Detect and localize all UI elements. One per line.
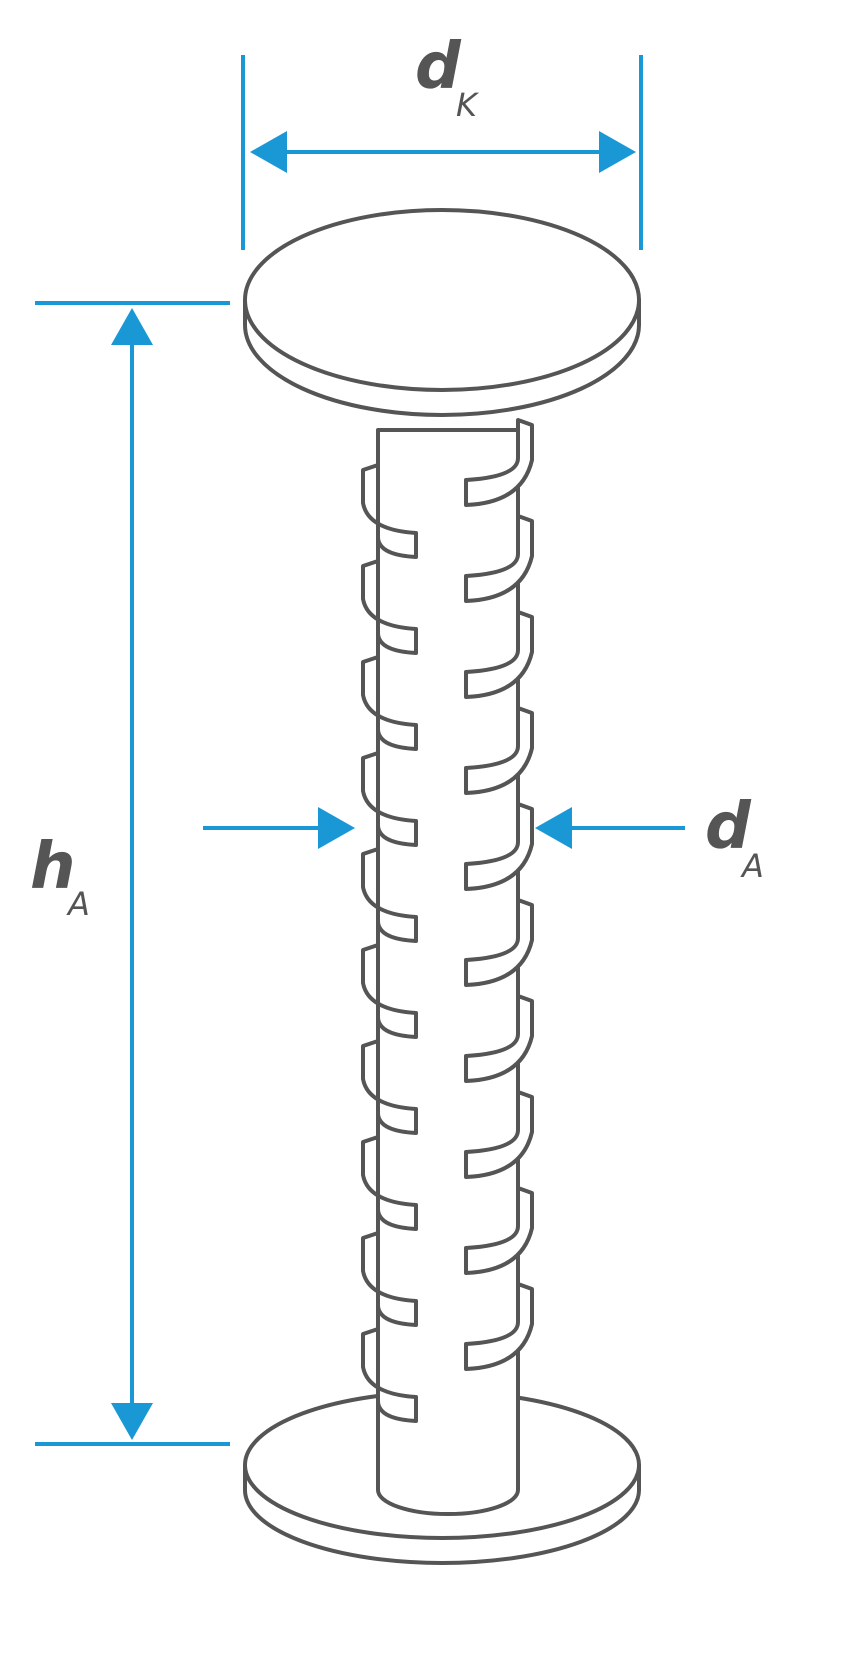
barb-right: [464, 898, 534, 987]
barb-left: [361, 1231, 418, 1327]
da-arrow-right-icon: [318, 807, 355, 849]
barb-right: [464, 1282, 534, 1371]
ha-arrow-down-icon: [111, 1403, 153, 1440]
barb-left: [361, 655, 418, 751]
barb-left: [361, 943, 418, 1039]
label-dk: d K: [415, 30, 480, 124]
barb-right: [464, 994, 534, 1083]
barb-right: [464, 706, 534, 795]
shaft-barbs: [361, 418, 534, 1423]
label-ha: h A: [30, 830, 90, 923]
barb-right: [464, 514, 534, 603]
label-dk-symbol: d: [415, 30, 462, 104]
barb-left: [361, 1327, 418, 1423]
stud-shaft: [376, 428, 520, 1516]
label-da-subscript: A: [740, 847, 764, 885]
shaft-diameter-dimension: [203, 807, 685, 849]
ha-arrow-up-icon: [111, 308, 153, 345]
label-ha-symbol: h: [30, 830, 76, 904]
barb-left: [361, 847, 418, 943]
dk-arrow-left-icon: [250, 131, 287, 173]
stud-height-dimension: [35, 301, 230, 1446]
barb-right: [464, 1090, 534, 1179]
label-da-symbol: d: [705, 790, 752, 864]
barb-right: [464, 418, 534, 507]
barb-left: [361, 463, 418, 559]
head-diameter-dimension: [241, 55, 643, 250]
label-dk-subscript: K: [456, 86, 480, 124]
dk-arrow-right-icon: [599, 131, 636, 173]
barb-left: [361, 751, 418, 847]
label-ha-subscript: A: [66, 885, 90, 923]
barb-right: [464, 610, 534, 699]
barb-left: [361, 1039, 418, 1135]
barb-left: [361, 559, 418, 655]
barb-right: [464, 802, 534, 891]
label-da: d A: [705, 790, 764, 885]
barb-right: [464, 1186, 534, 1275]
da-arrow-left-icon: [535, 807, 572, 849]
barb-left: [361, 1135, 418, 1231]
top-head: [243, 208, 641, 417]
